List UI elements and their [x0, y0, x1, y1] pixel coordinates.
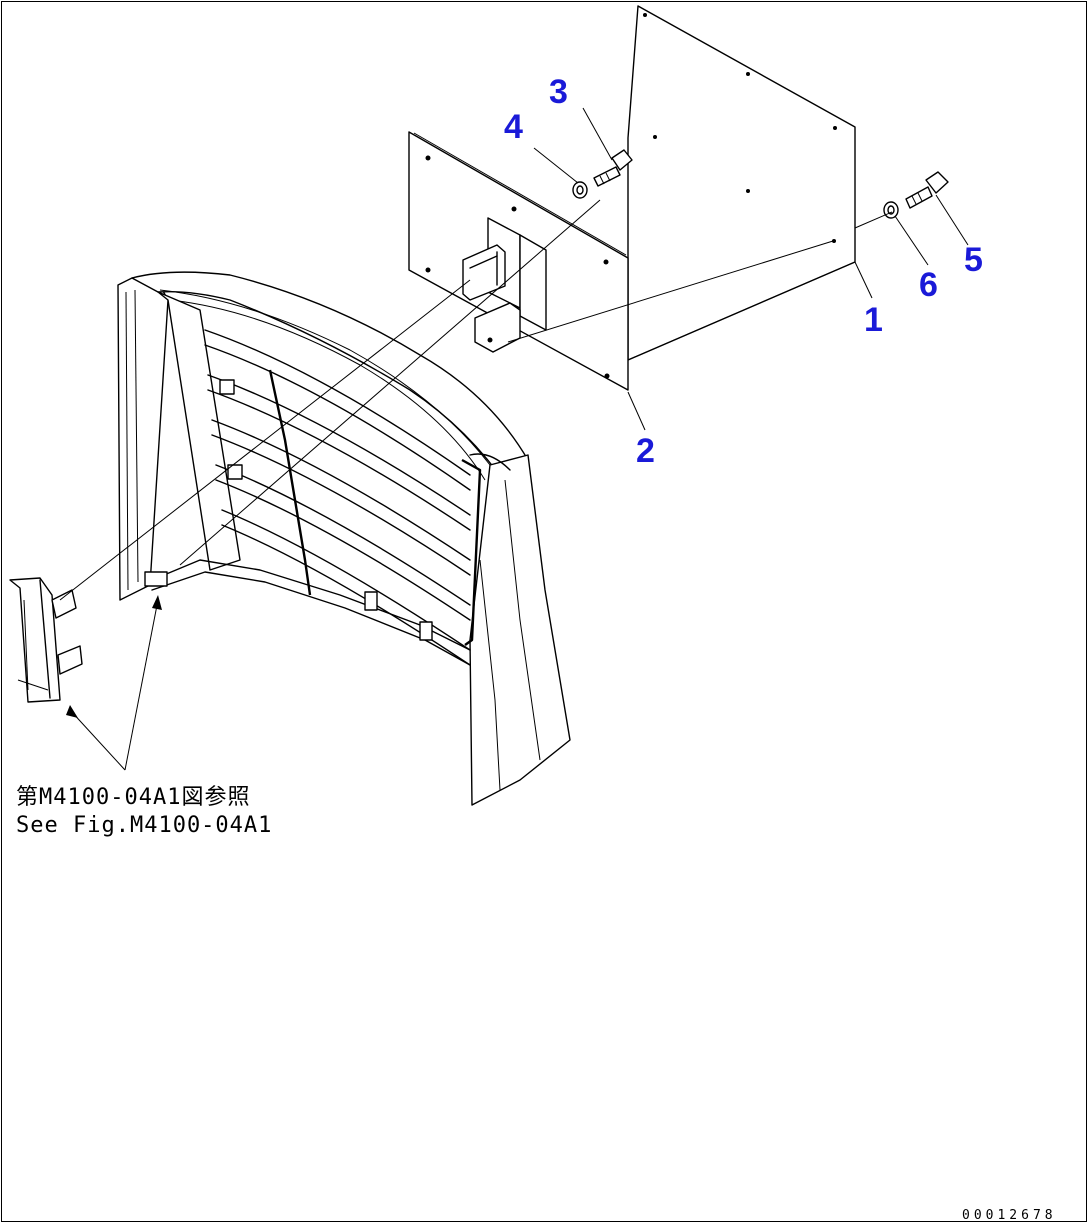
callout-3: 3 — [549, 73, 568, 111]
bolt-part-3 — [593, 149, 633, 187]
drawing-code: 00012678 — [962, 1208, 1057, 1223]
side-bracket — [9, 577, 83, 703]
reference-note-jp: 第M4100-04A1図参照 — [16, 785, 250, 810]
callout-5: 5 — [964, 241, 983, 279]
plate-part-1 — [627, 5, 856, 361]
bracket-part-2 — [408, 131, 629, 391]
callout-2: 2 — [636, 432, 655, 470]
washer-part-4 — [572, 181, 588, 199]
callout-4: 4 — [504, 108, 523, 146]
reference-note-en: See Fig.M4100-04A1 — [16, 813, 272, 838]
washer-part-6 — [883, 201, 899, 219]
callout-6: 6 — [919, 266, 938, 304]
grille-assembly — [117, 271, 571, 806]
callout-1: 1 — [864, 301, 883, 339]
leader-lines — [59, 107, 969, 771]
grille-louvers — [204, 329, 471, 666]
bolt-part-5 — [905, 171, 949, 209]
